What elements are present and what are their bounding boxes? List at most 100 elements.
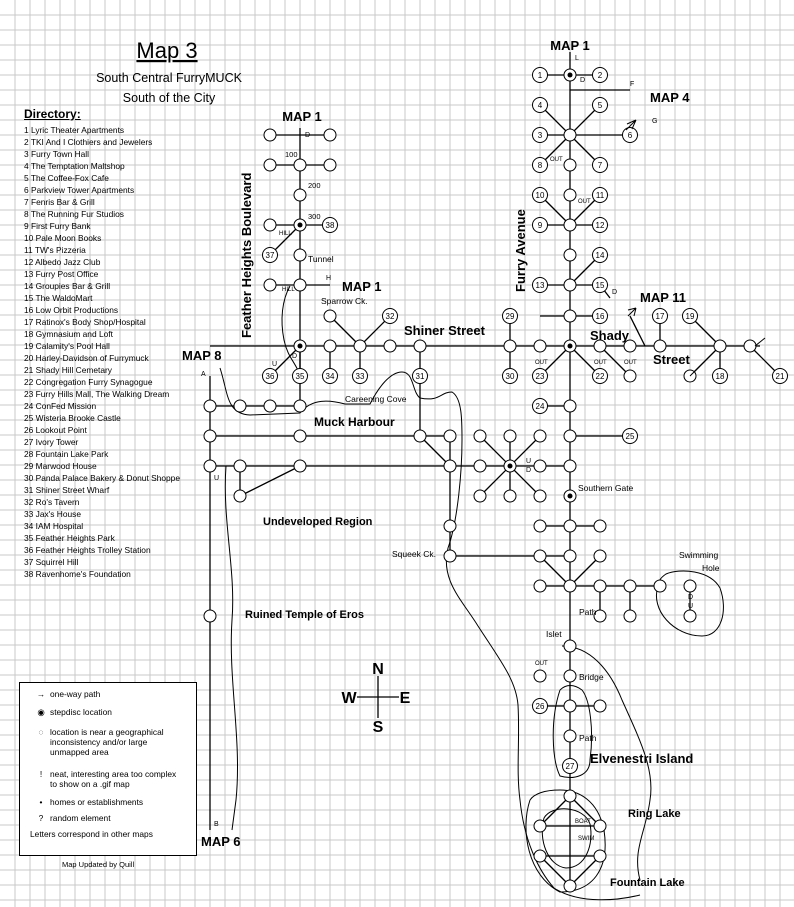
shiner-street-label: Shiner Street	[404, 323, 486, 338]
directory-entry: 26 Lookout Point	[24, 425, 87, 435]
fountain-lake-label: Fountain Lake	[610, 877, 685, 889]
street-label: Street	[653, 352, 691, 367]
map-node	[293, 278, 307, 292]
location-number: 19	[686, 312, 695, 321]
numbered-location	[262, 247, 278, 263]
letter-l: L	[575, 55, 579, 62]
letter-a: A	[201, 371, 206, 378]
out-marker-8: OUT	[550, 157, 563, 163]
numbered-location	[562, 758, 578, 774]
letter-u-west: U	[214, 475, 219, 482]
numbered-location	[592, 247, 608, 263]
map-node	[683, 579, 697, 593]
map-node	[293, 248, 307, 262]
map-node	[443, 429, 457, 443]
map-node	[743, 339, 757, 353]
map-link-map6[interactable]: MAP 6	[201, 834, 241, 849]
map-node	[233, 459, 247, 473]
stepdisc-dot	[297, 222, 303, 228]
map-link-map1-sparrow[interactable]: MAP 1	[342, 279, 382, 294]
map-node	[293, 399, 307, 413]
location-number: 3	[538, 131, 543, 140]
map-node	[563, 399, 577, 413]
location-number: 33	[356, 372, 365, 381]
numbered-location	[532, 368, 548, 384]
letter-d-feather: D	[305, 132, 310, 139]
map-link-map8[interactable]: MAP 8	[182, 348, 222, 363]
directory-entry: 31 Shiner Street Wharf	[24, 485, 110, 495]
out-marker-18: OUT	[624, 360, 637, 366]
map-node	[563, 459, 577, 473]
numbered-location	[502, 368, 518, 384]
map-node	[563, 579, 577, 593]
map-node	[563, 218, 577, 232]
map-node	[593, 699, 607, 713]
path-label-1: Path	[579, 607, 597, 617]
location-number: 38	[326, 221, 335, 230]
location-number: 2	[598, 71, 603, 80]
map-node	[623, 609, 637, 623]
legend-one-way: →one-way path	[32, 689, 100, 699]
letter-h: H	[326, 275, 331, 282]
location-number: 25	[626, 432, 635, 441]
directory-entry: 20 Harley-Davidson of Furrymuck	[24, 353, 149, 363]
map-node	[653, 579, 667, 593]
hole-label: Hole	[702, 563, 720, 573]
map-node	[323, 309, 337, 323]
hill-marker-2: HILL	[282, 287, 295, 293]
numbered-location	[592, 187, 608, 203]
map-node	[323, 128, 337, 142]
map-node	[233, 489, 247, 503]
map-link-map4[interactable]: MAP 4	[650, 90, 690, 105]
numbered-location	[532, 187, 548, 203]
shoreline	[219, 285, 724, 901]
map-node	[563, 128, 577, 142]
numbered-location	[652, 308, 668, 324]
out-marker-11: OUT	[578, 199, 591, 205]
legend-random: ?random element	[32, 813, 111, 823]
numbered-location	[592, 277, 608, 293]
location-number: 8	[538, 161, 543, 170]
map-node	[293, 158, 307, 172]
numbered-location	[532, 698, 548, 714]
map-node	[563, 729, 577, 743]
map-node	[413, 339, 427, 353]
muck-harbour-label: Muck Harbour	[314, 415, 395, 429]
swim-marker: SWIM	[578, 836, 594, 842]
numbered-location	[532, 277, 548, 293]
map-node	[203, 609, 217, 623]
directory-entry: 18 Gymnasium and Loft	[24, 329, 113, 339]
southern-gate-label: Southern Gate	[578, 483, 634, 493]
numbered-location	[412, 368, 428, 384]
path-label-2: Path	[579, 733, 597, 743]
numbered-location	[322, 217, 338, 233]
numbered-location	[712, 368, 728, 384]
directory-entry: 10 Pale Moon Books	[24, 233, 102, 243]
arrow-icon: →	[36, 689, 46, 699]
tunnel-label: Tunnel	[308, 254, 334, 264]
map-subtitle: South Central FurryMUCK	[96, 71, 243, 85]
map-link-map1-top[interactable]: MAP 1	[550, 38, 590, 53]
location-number: 16	[596, 312, 605, 321]
directory-entry: 15 The WaldoMart	[24, 293, 93, 303]
directory-entry: 17 Ratinox's Body Shop/Hospital	[24, 317, 146, 327]
map-link-map11[interactable]: MAP 11	[640, 290, 686, 305]
out-marker-23: OUT	[535, 360, 548, 366]
map-node	[593, 549, 607, 563]
exclamation-icon: !	[39, 769, 43, 779]
ruined-temple-label: Ruined Temple of Eros	[245, 609, 364, 621]
map-node	[293, 429, 307, 443]
map-node	[533, 579, 547, 593]
location-number: 13	[536, 281, 545, 290]
location-number: 30	[506, 372, 515, 381]
numbered-location	[292, 368, 308, 384]
letter-d-top: D	[580, 77, 585, 84]
location-number: 17	[656, 312, 665, 321]
directory-entry: 28 Fountain Lake Park	[24, 449, 109, 459]
map-link-map1-feather[interactable]: MAP 1	[282, 109, 322, 124]
location-number: 22	[596, 372, 605, 381]
map-node	[533, 339, 547, 353]
swimming-label: Swimming	[679, 550, 718, 560]
feather-heights-label: Feather Heights Boulevard	[239, 173, 254, 338]
numbered-location	[592, 97, 608, 113]
